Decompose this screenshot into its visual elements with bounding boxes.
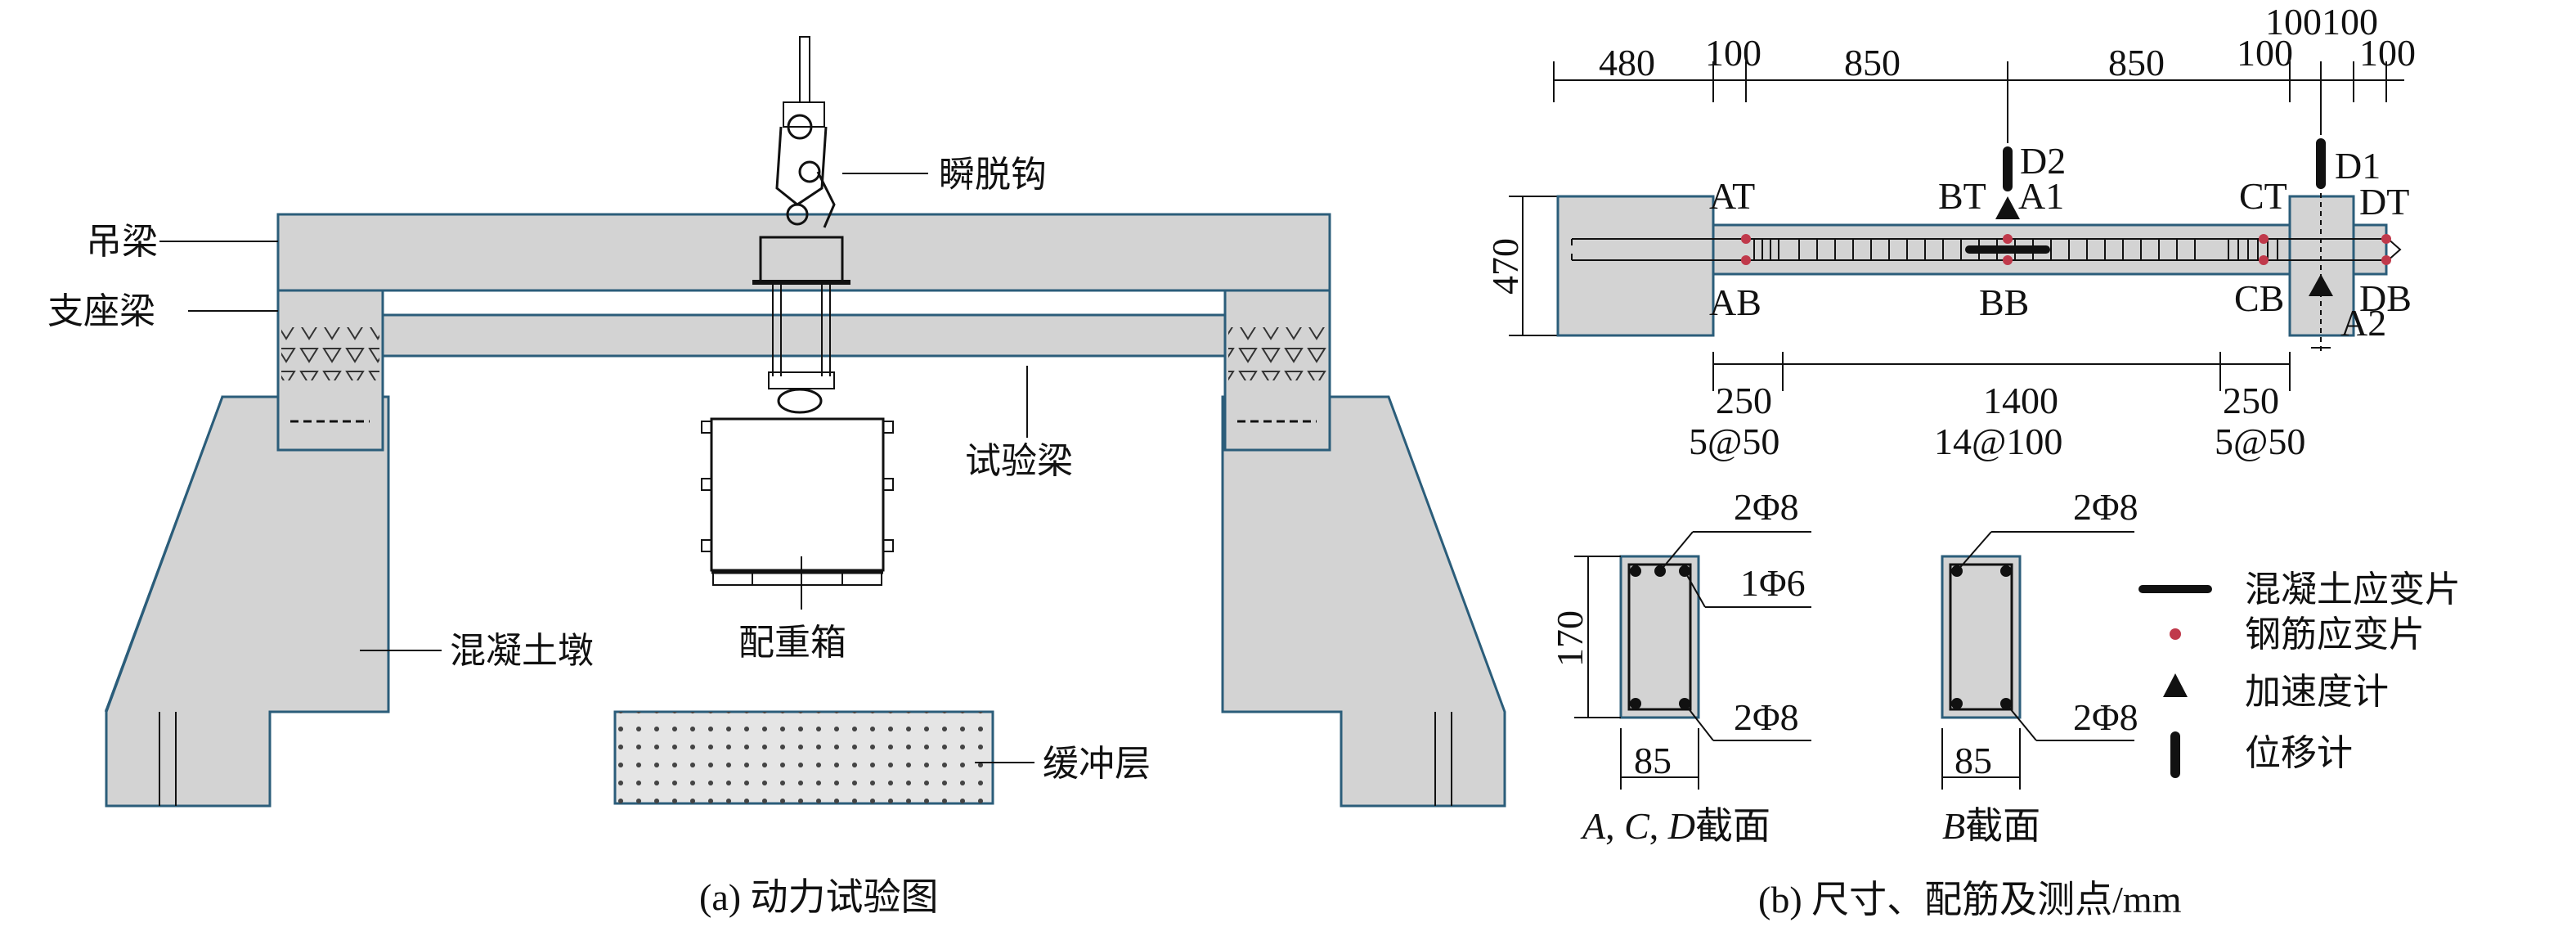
counterweight-box xyxy=(701,417,894,586)
label-BT: BT xyxy=(1938,175,1986,217)
dimensions-reinforcement-measuring-points: 480 100 850 850 100 100100 100 470 xyxy=(1484,1,2461,920)
dim-250-left: 250 xyxy=(1716,380,1772,421)
left-pier xyxy=(104,395,390,808)
release-hook xyxy=(752,36,850,414)
sec-a-title: A, C, D截面 xyxy=(1580,805,1770,847)
test-beam-label: 试验梁 xyxy=(965,441,1073,481)
legend-label-accelerometer: 加速度计 xyxy=(2245,672,2389,712)
dynamic-test-diagram: 吊梁 支座梁 瞬脱钩 试验梁 配重箱 混凝土墩 缓冲层 (a) 动力试验图 xyxy=(47,36,1506,918)
sec-b-top-rebar: 2Φ8 xyxy=(2073,486,2138,528)
sec-a-mid-rebar: 1Φ6 xyxy=(1740,562,1806,604)
dim-250-right: 250 xyxy=(2223,380,2279,421)
legend-label-concrete: 混凝土应变片 xyxy=(2245,569,2461,610)
right-caption: (b) 尺寸、配筋及测点/mm xyxy=(1758,879,2182,920)
dim-850-right: 850 xyxy=(2108,42,2165,83)
legend-label-rebar: 钢筋应变片 xyxy=(2245,614,2425,655)
sec-b-title: B截面 xyxy=(1942,805,2040,847)
sec-a-height: 170 xyxy=(1549,610,1591,667)
dim-470: 470 xyxy=(1484,238,1526,295)
section-acd xyxy=(1574,531,1811,790)
stirrup-mid: 14@100 xyxy=(1934,421,2062,462)
stirrup-right: 5@50 xyxy=(2215,421,2305,462)
label-DT: DT xyxy=(2359,181,2409,223)
rebar-gauges xyxy=(1741,234,2391,265)
dim-100-end: 100 xyxy=(2359,32,2416,74)
pier-label: 混凝土墩 xyxy=(450,631,594,671)
legend: 混凝土应变片 钢筋应变片 加速度计 位移计 xyxy=(2138,569,2461,778)
release-hook-label: 瞬脱钩 xyxy=(939,155,1047,195)
label-AT: AT xyxy=(1709,175,1755,217)
dim-480: 480 xyxy=(1599,42,1655,83)
left-block xyxy=(1556,195,1715,337)
hoist-beam xyxy=(276,213,1331,292)
sec-b-width: 85 xyxy=(1954,740,1992,781)
sec-b-bot-rebar: 2Φ8 xyxy=(2073,696,2138,738)
accelerometer-a1 xyxy=(1995,196,2020,219)
dim-100-left: 100 xyxy=(1705,32,1761,74)
label-A2: A2 xyxy=(2340,302,2386,344)
right-support-block xyxy=(1223,289,1331,452)
dim-100-right: 100 xyxy=(2237,32,2293,74)
support-beam-label: 支座梁 xyxy=(47,291,155,331)
hoist-beam-label: 吊梁 xyxy=(86,222,158,262)
label-A1: A1 xyxy=(2018,175,2064,217)
label-CB: CB xyxy=(2234,277,2284,319)
left-support-block xyxy=(276,289,384,452)
section-b xyxy=(1941,531,2134,790)
buffer-label: 缓冲层 xyxy=(1043,744,1151,784)
label-CT: CT xyxy=(2239,175,2287,217)
dim-850-left: 850 xyxy=(1844,42,1901,83)
accelerometer-icon xyxy=(2163,673,2188,697)
left-caption: (a) 动力试验图 xyxy=(699,876,939,918)
label-DB: DB xyxy=(2359,277,2412,319)
legend-label-displacement: 位移计 xyxy=(2245,733,2353,773)
label-AB: AB xyxy=(1709,281,1761,323)
label-D1: D1 xyxy=(2335,145,2381,187)
dim-100100: 100100 xyxy=(2265,1,2378,43)
sec-a-top-rebar: 2Φ8 xyxy=(1734,486,1799,528)
counterweight-label: 配重箱 xyxy=(738,623,846,663)
stirrup-left: 5@50 xyxy=(1689,421,1779,462)
label-BB: BB xyxy=(1979,281,2029,323)
sec-a-width: 85 xyxy=(1634,740,1672,781)
dim-1400: 1400 xyxy=(1983,380,2058,421)
right-pier xyxy=(1221,395,1506,808)
sec-a-bot-rebar: 2Φ8 xyxy=(1734,696,1799,738)
label-D2: D2 xyxy=(2020,140,2066,182)
test-beam xyxy=(381,313,1227,358)
rebar-strain-gauge-icon xyxy=(2170,628,2181,640)
